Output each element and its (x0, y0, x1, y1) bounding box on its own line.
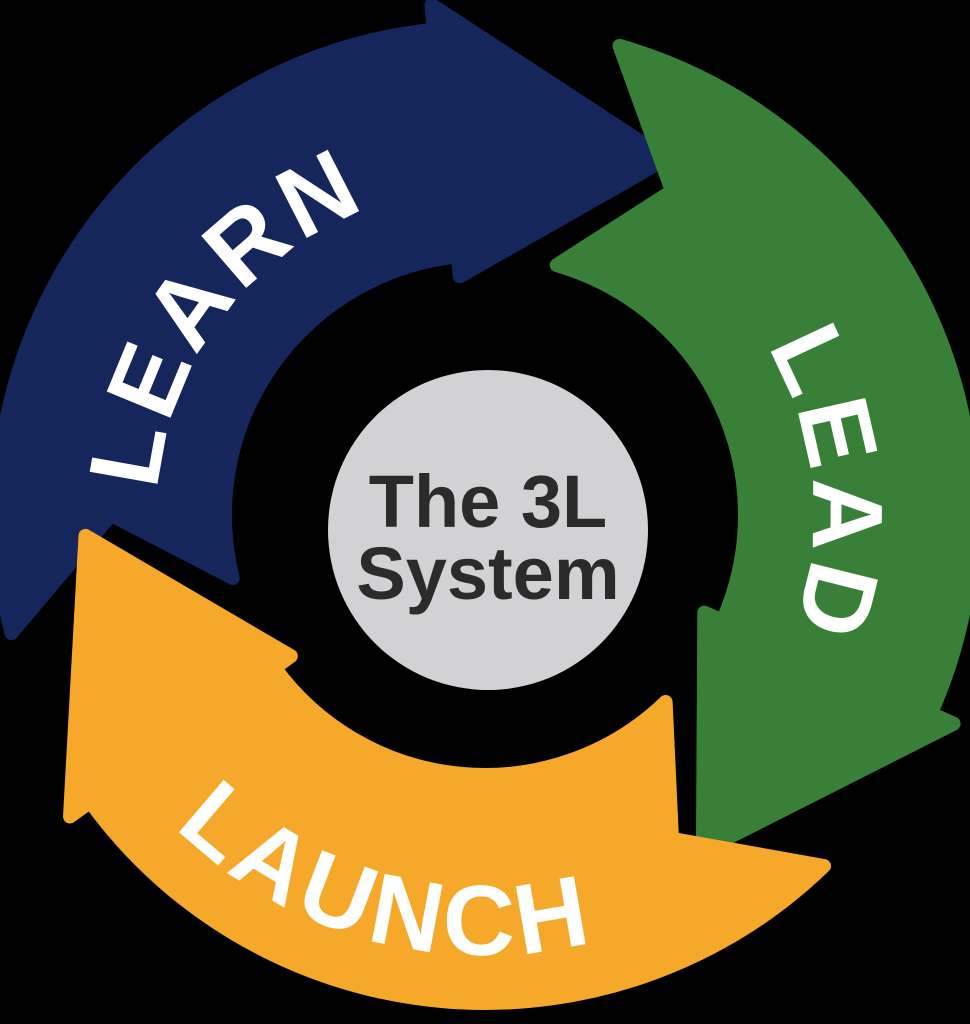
center-title-line1: The 3L (369, 460, 607, 543)
center-circle (328, 370, 648, 690)
learn-arrow (0, 0, 674, 641)
center-title-line2: System (356, 532, 619, 615)
lead-arrow (549, 38, 970, 858)
launch-arrow (63, 528, 831, 1010)
